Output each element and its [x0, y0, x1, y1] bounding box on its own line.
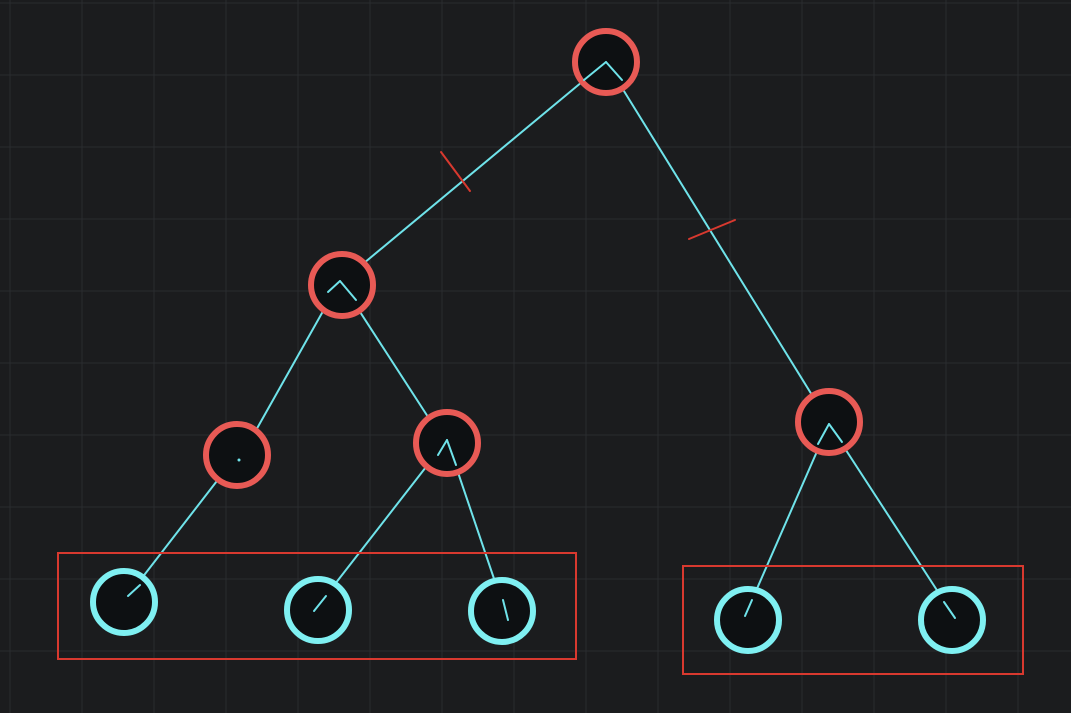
cut-mark-root-b [688, 219, 736, 240]
edge-stub [502, 599, 509, 621]
edge-stub [744, 599, 753, 617]
edge-stub [605, 61, 623, 81]
internal-node-circle [308, 251, 376, 319]
leaf-node-circle [714, 586, 782, 654]
leaf-group-boxes [57, 552, 1024, 675]
leaf-node-circle [90, 568, 158, 636]
edge-stub [327, 280, 341, 293]
left-group-box [57, 552, 577, 660]
tree-nodes [90, 28, 986, 654]
edge-stub [339, 280, 357, 301]
tree-edge-b-leaf5 [828, 423, 956, 619]
edge-stub [437, 439, 448, 456]
internal-node-circle [795, 388, 863, 456]
tree-edges [127, 61, 956, 621]
node-dot [237, 458, 241, 462]
tree-edge-root-b [605, 61, 821, 409]
tree-node-leaf1 [90, 568, 158, 636]
edge-stub [583, 61, 607, 81]
tree-edge-b-leaf4 [744, 423, 830, 617]
internal-node-circle [203, 421, 271, 489]
tree-node-c [203, 421, 271, 489]
edge-stub [828, 423, 843, 443]
tree-node-b [795, 388, 863, 456]
leaf-node-circle [918, 586, 986, 654]
tree-node-d [413, 409, 481, 477]
tree-node-a [308, 251, 376, 319]
tree-node-leaf3 [468, 577, 536, 645]
edge-stub [313, 595, 327, 612]
cut-mark-root-a [440, 151, 471, 192]
tree-node-leaf5 [918, 586, 986, 654]
edge-stub [943, 601, 956, 619]
internal-node-circle [413, 409, 481, 477]
tree-edge-root-a [357, 61, 607, 269]
leaf-node-circle [468, 577, 536, 645]
edge-stub [817, 423, 830, 445]
right-group-box [682, 565, 1024, 675]
leaf-node-circle [284, 576, 352, 644]
edge-stub [446, 439, 457, 466]
tree-node-leaf2 [284, 576, 352, 644]
tree-node-leaf4 [714, 586, 782, 654]
edge-cut-marks [440, 151, 736, 240]
edge-stub [127, 584, 141, 597]
